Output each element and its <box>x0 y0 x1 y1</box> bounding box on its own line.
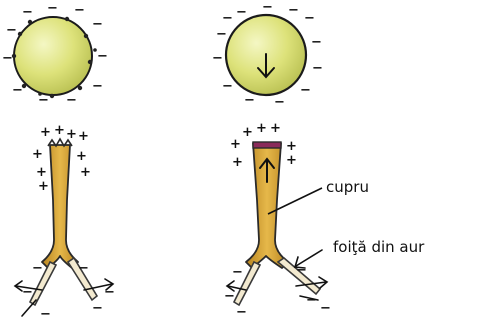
minus-sign: − <box>300 83 311 98</box>
plus-sign: + <box>270 121 281 136</box>
minus-sign: − <box>244 93 255 108</box>
minus-sign: − <box>262 0 273 15</box>
plus-sign: + <box>256 121 267 136</box>
minus-sign: − <box>97 49 108 64</box>
minus-sign: − <box>104 285 115 300</box>
plus-sign: + <box>36 165 47 180</box>
minus-sign: − <box>22 5 33 20</box>
plus-sign: + <box>38 179 49 194</box>
minus-sign: − <box>78 261 89 276</box>
minus-sign: − <box>216 27 227 42</box>
minus-sign: − <box>212 51 223 66</box>
plus-sign: + <box>54 123 65 138</box>
minus-sign: − <box>311 35 322 50</box>
minus-sign: − <box>92 301 103 316</box>
plus-sign: + <box>286 139 297 154</box>
minus-sign: − <box>320 301 331 316</box>
minus-sign: − <box>2 51 13 66</box>
gold-leaf-label: foiţă din aur <box>333 238 425 256</box>
plus-sign: + <box>286 153 297 168</box>
plus-sign: + <box>76 149 87 164</box>
plus-sign: + <box>80 165 91 180</box>
minus-sign: − <box>222 79 233 94</box>
left-rod <box>42 145 78 268</box>
plus-sign: + <box>230 137 241 152</box>
minus-sign: − <box>32 261 43 276</box>
minus-sign: − <box>40 307 51 322</box>
minus-sign: − <box>74 3 85 18</box>
plus-sign: + <box>232 155 243 170</box>
minus-sign: − <box>38 93 49 108</box>
minus-sign: − <box>236 305 247 320</box>
minus-sign: − <box>92 79 103 94</box>
right-sphere-group: − − − − − − − − − − − − − <box>212 0 323 110</box>
minus-sign: − <box>6 23 17 38</box>
plus-sign: + <box>242 125 253 140</box>
plus-sign: + <box>78 129 89 144</box>
minus-sign: − <box>274 95 285 110</box>
right-rod-top <box>253 142 281 148</box>
minus-sign: − <box>222 11 233 26</box>
left-sphere <box>14 17 92 95</box>
plus-sign: + <box>40 125 51 140</box>
copper-label: cupru <box>326 178 369 196</box>
minus-sign: − <box>288 3 299 18</box>
left-sphere-group: − − − − − − − − − − − <box>2 1 108 108</box>
minus-sign: − <box>312 61 323 76</box>
minus-sign: − <box>236 5 247 20</box>
minus-sign: − <box>22 285 33 300</box>
minus-sign: − <box>224 289 235 304</box>
minus-sign: − <box>306 293 317 308</box>
left-electroscope: + + + + + + + + + − − − − − − <box>15 123 115 322</box>
minus-sign: − <box>12 83 23 98</box>
plus-sign: + <box>32 147 43 162</box>
minus-sign: − <box>92 17 103 32</box>
minus-sign: − <box>66 93 77 108</box>
right-electroscope: + + + + + + + − − − − − − cupru foiţă di… <box>224 121 425 320</box>
minus-sign: − <box>232 265 243 280</box>
minus-sign: − <box>47 1 58 16</box>
minus-sign: − <box>304 11 315 26</box>
plus-sign: + <box>66 127 77 142</box>
